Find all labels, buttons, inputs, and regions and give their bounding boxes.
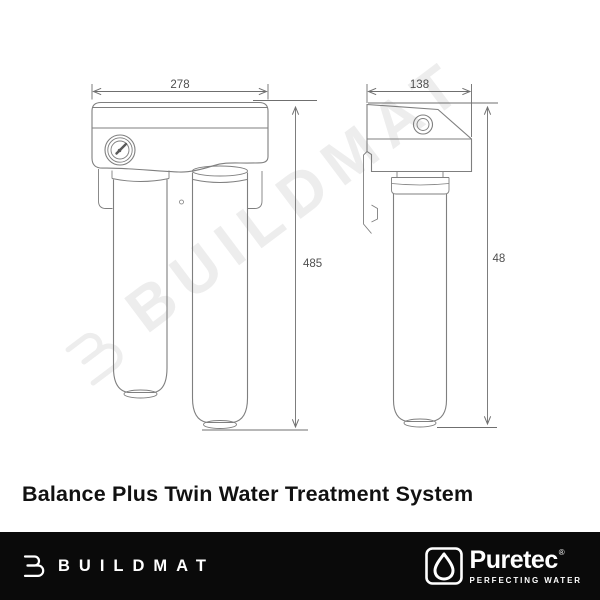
buildmat-watermark: BUILDMAT	[51, 45, 481, 394]
puretec-wordmark: Puretec	[469, 545, 559, 574]
product-title: Balance Plus Twin Water Treatment System	[22, 482, 474, 506]
side-height-dimension-label: 48	[493, 253, 506, 265]
puretec-drop-icon	[424, 547, 463, 585]
registered-mark: ®	[558, 547, 565, 557]
inlet-port-icon	[412, 114, 434, 135]
buildmat-b-icon	[65, 332, 123, 386]
side-view-dimensions	[366, 84, 498, 428]
front-width-dimension-label: 278	[170, 79, 189, 91]
puretec-tagline: PERFECTING WATER	[469, 575, 582, 585]
side-view-drawing	[363, 103, 473, 428]
side-width-dimension-label: 138	[410, 79, 429, 91]
front-height-dimension-label: 485	[303, 258, 322, 270]
front-view-dimensions	[91, 84, 317, 431]
buildmat-wordmark: BUILDMAT	[58, 556, 215, 575]
buildmat-b-icon	[23, 554, 45, 577]
technical-drawing: 278 485	[91, 79, 506, 431]
pressure-gauge-icon	[104, 134, 136, 166]
buildmat-logo: BUILDMAT	[22, 553, 215, 580]
front-view-drawing	[91, 101, 269, 429]
footer-bar: BUILDMAT Puretec ® PERFECTING WATER	[0, 532, 600, 600]
puretec-logo: Puretec ® PERFECTING WATER	[424, 545, 582, 585]
